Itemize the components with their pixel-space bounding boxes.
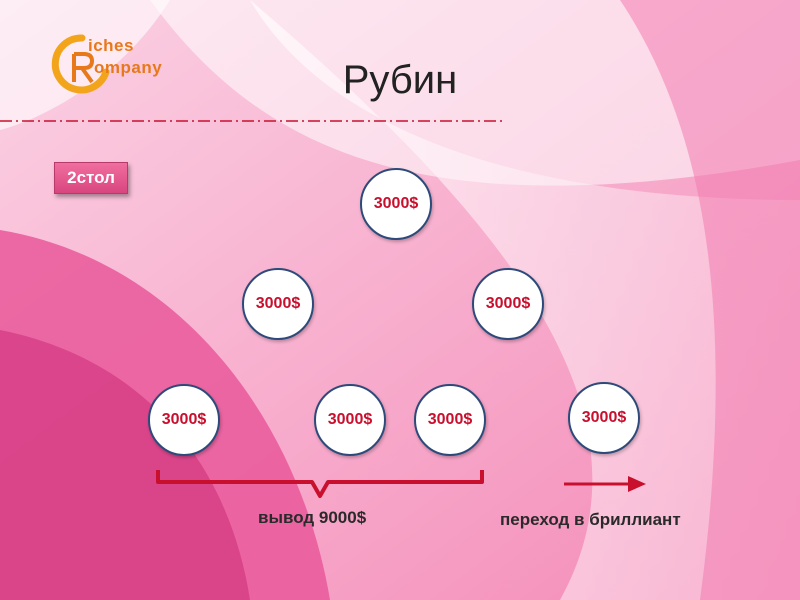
- logo-text-top: iches: [88, 36, 134, 55]
- withdraw-caption: вывод 9000$: [258, 508, 367, 527]
- logo-mark-icon: [51, 34, 110, 94]
- node-bottom-1: 3000$: [148, 384, 220, 456]
- logo: iches ompany: [44, 28, 194, 104]
- node-mid-left: 3000$: [242, 268, 314, 340]
- node-top: 3000$: [360, 168, 432, 240]
- dash-dot-divider: [0, 120, 505, 122]
- arrow-right-icon: [564, 476, 646, 492]
- transition-caption: переход в бриллиант: [500, 510, 681, 529]
- node-bottom-3: 3000$: [414, 384, 486, 456]
- table-badge: 2стол: [54, 162, 128, 194]
- page-title: Рубин: [342, 58, 458, 102]
- node-bottom-2: 3000$: [314, 384, 386, 456]
- logo-text-bottom: ompany: [94, 58, 163, 77]
- node-mid-right: 3000$: [472, 268, 544, 340]
- node-bottom-4: 3000$: [568, 382, 640, 454]
- withdraw-bracket: [156, 470, 484, 498]
